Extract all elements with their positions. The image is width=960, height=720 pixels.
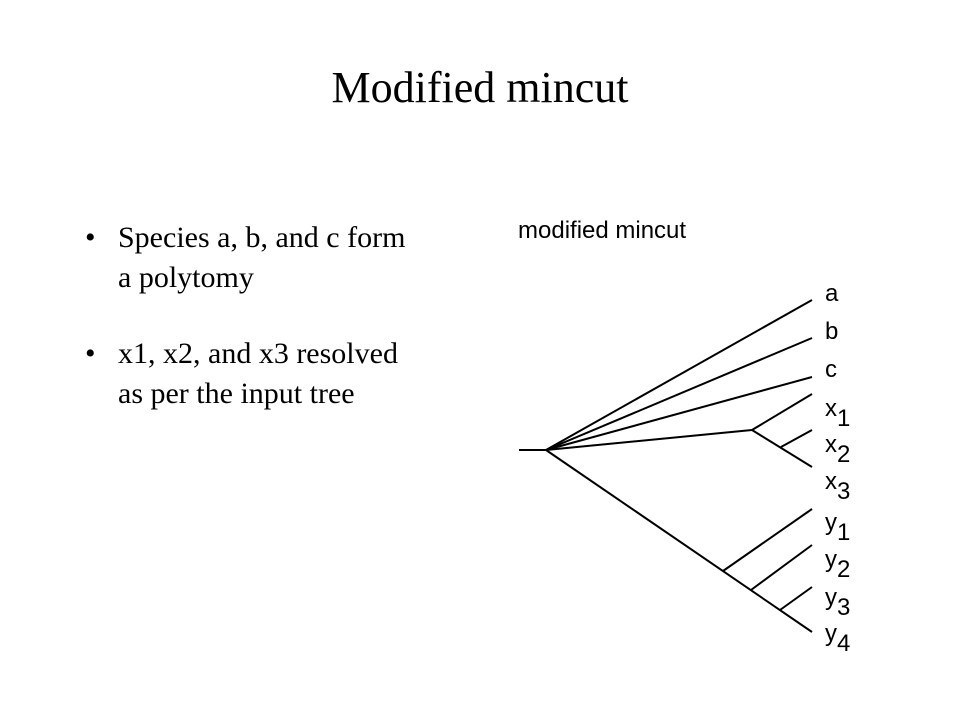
leaf-label: y3: [825, 584, 850, 620]
leaf-label: x1: [825, 395, 850, 431]
edge-x3: [751, 429, 813, 468]
leaf-subscript: 3: [837, 594, 851, 621]
leaf-letter: c: [825, 356, 837, 383]
leaf-subscript: 1: [837, 405, 851, 432]
leaf-label: c: [825, 358, 837, 382]
leaf-label: y1: [825, 509, 850, 545]
leaf-letter: a: [825, 280, 839, 307]
bullet-list: • Species a, b, and c form a polytomy • …: [80, 218, 410, 450]
bullet-dot-icon: •: [85, 337, 96, 370]
bullet-item: • x1, x2, and x3 resolved as per the inp…: [80, 334, 410, 414]
leaf-letter: y: [825, 546, 837, 573]
edge-y-clade: [545, 449, 813, 633]
leaf-subscript: 2: [837, 441, 851, 468]
leaf-label: b: [825, 320, 838, 344]
edge-b: [545, 337, 813, 451]
bullet-item: • Species a, b, and c form a polytomy: [80, 218, 410, 298]
bullet-text: x1, x2, and x3 resolved as per the input…: [118, 337, 398, 410]
leaf-label: x2: [825, 431, 850, 467]
leaf-letter: y: [825, 620, 837, 647]
bullet-dot-icon: •: [85, 221, 96, 254]
edge-c: [545, 376, 813, 451]
leaf-subscript: 3: [837, 478, 851, 505]
leaf-letter: x: [825, 431, 837, 458]
edge-y3: [779, 586, 813, 611]
leaf-letter: x: [825, 468, 837, 495]
edge-x1: [751, 393, 813, 431]
leaf-subscript: 1: [837, 519, 851, 546]
leaf-label: y4: [825, 620, 850, 656]
edge-x-clade: [545, 429, 753, 451]
leaf-label: a: [825, 282, 838, 306]
leaf-letter: y: [825, 584, 837, 611]
leaf-label: y2: [825, 546, 850, 582]
edge-x2: [780, 429, 813, 448]
leaf-subscript: 2: [837, 556, 851, 583]
leaf-letter: x: [825, 395, 837, 422]
edge-a: [545, 299, 813, 451]
slide-title: Modified mincut: [331, 63, 629, 112]
edge-y2: [750, 544, 813, 591]
leaf-subscript: 4: [837, 630, 851, 657]
diagram-title: modified mincut: [518, 217, 687, 244]
leaf-letter: b: [825, 318, 839, 345]
leaf-label: x3: [825, 468, 850, 504]
bullet-text: Species a, b, and c form a polytomy: [118, 221, 406, 294]
leaf-letter: y: [825, 509, 837, 536]
edge-y1: [722, 508, 813, 572]
